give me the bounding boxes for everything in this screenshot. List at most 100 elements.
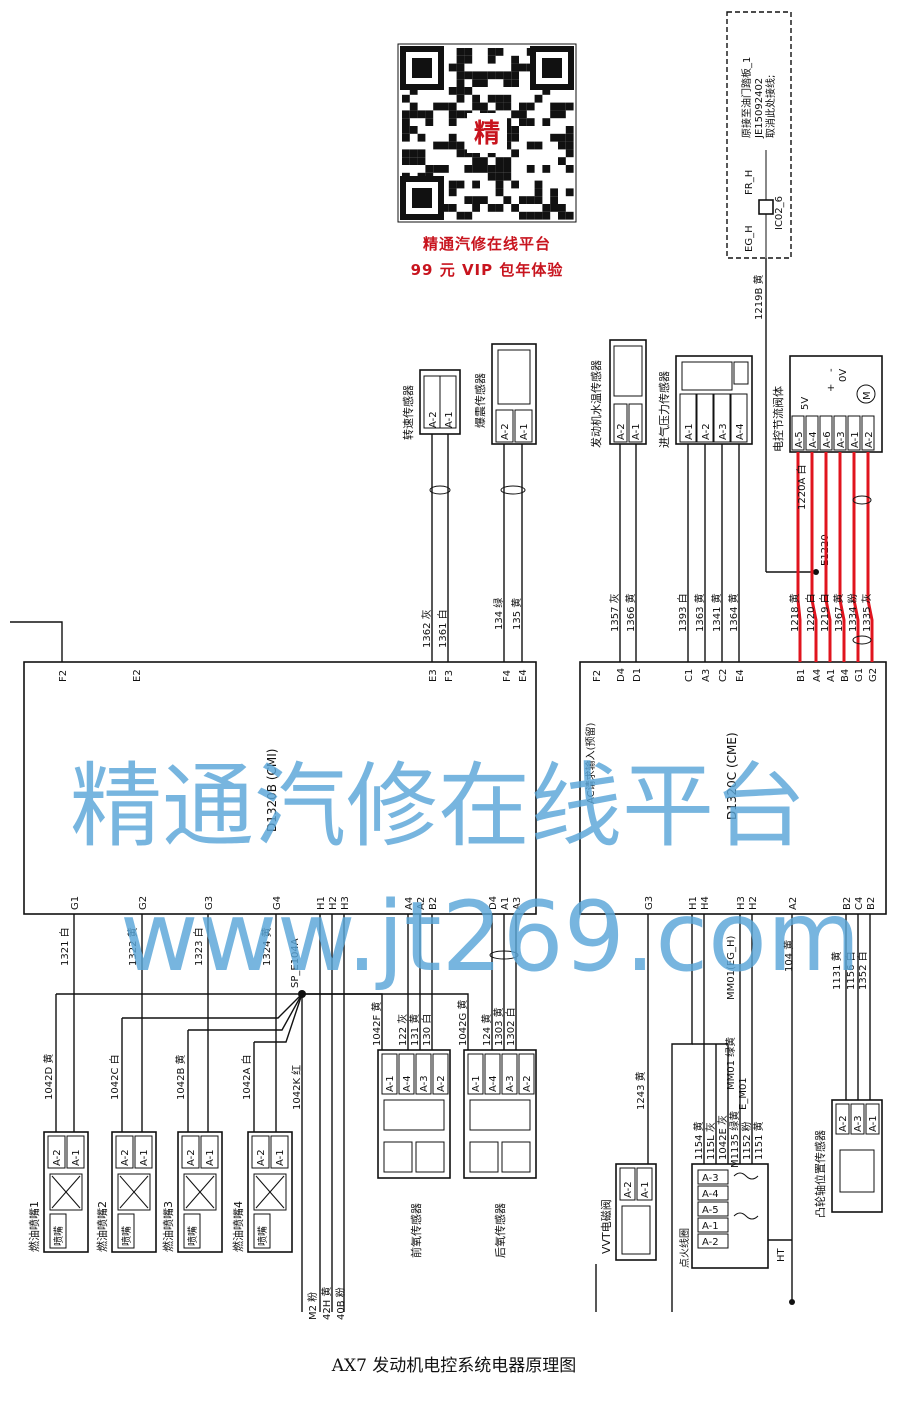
throttle-pin [861,415,875,451]
coil-pin: A-1 [702,1221,719,1232]
throttle-wire [838,452,846,662]
vvt-solenoid: A-2 A-1 VVT电磁阀 [599,1163,657,1261]
svg-text:M1135 绿黄: M1135 绿黄 [728,1111,741,1168]
throttle-pin [847,415,861,451]
front-o2-label: 前氧传感器 [409,1203,423,1258]
pin-A1: A1 [500,897,511,910]
svg-text:1363 黄: 1363 黄 [693,593,706,632]
svg-text:1366 黄: 1366 黄 [624,593,637,632]
pin-G2: G2 [868,668,879,682]
pin-H3: H3 [340,896,351,910]
coil-pin: A-5 [702,1205,719,1216]
svg-text:A-1: A-1 [684,423,695,440]
svg-text:134 绿: 134 绿 [492,598,505,630]
pin-B1: B1 [796,669,807,682]
svg-text:1243 黄: 1243 黄 [634,1071,647,1110]
speed-sensor-label: 转速传感器 [401,385,415,440]
o2-pin: A-3 [505,1075,516,1092]
injector-label: 燃油喷嘴4 [231,1201,245,1252]
throttle-pin [833,415,847,451]
pin-F2: F2 [58,670,69,682]
pin-G3: G3 [204,896,215,910]
pin-A4: A4 [404,897,415,910]
svg-text:MM01 绿黄: MM01 绿黄 [724,1037,737,1090]
svg-text:40B 粉: 40B 粉 [334,1287,347,1320]
promo-line1: 精通汽修在线平台 [423,235,551,253]
svg-text:A-3: A-3 [718,423,729,440]
throttle-pin [805,415,819,451]
svg-text:115L 灰: 115L 灰 [704,1122,717,1160]
injector-feed-label: 1042A 白 [240,1055,253,1100]
pin-B4: B4 [840,669,851,682]
throttle-wire [866,452,874,662]
watermark-line2: www.jt269.com [120,881,860,993]
injector-wire-label: 1324 黄 [260,927,273,966]
knock-sensor: A-2 A-1 爆震传感器 [473,343,537,445]
svg-text:A-2: A-2 [623,1181,634,1198]
injector-pin: A-2 [256,1149,267,1166]
throttle-pin-label: A-6 [822,431,833,448]
throttle-label: 电控节流阀体 [771,386,785,452]
pin-C1: C1 [684,669,695,682]
knock-sensor-label: 爆震传感器 [473,373,487,428]
svg-text:A-1: A-1 [640,1181,651,1198]
throttle-pin-label: A-3 [836,431,847,448]
label-ic02: IC02_6 [774,196,785,230]
svg-text:1152 粉: 1152 粉 [740,1121,753,1160]
throttle-pin-label: A-1 [850,431,861,448]
throttle-wire-label: 1367 黄 [832,593,845,632]
pin-E4: E4 [518,669,529,682]
watermark-line1: 精通汽修在线平台 [70,753,806,860]
rear-o2-label: 后氧传感器 [493,1203,507,1258]
pin-A3: A3 [512,897,523,910]
note-line1: 原接至油门踏板_1 [740,57,753,138]
svg-text:130 白: 130 白 [420,1014,433,1046]
injector-wire-label: 1321 白 [58,927,71,966]
injector-feed-label: 1042D 黄 [42,1054,55,1100]
pin-A4: A4 [812,669,823,682]
pin-G1: G1 [70,896,81,910]
injector-pin: A-2 [120,1149,131,1166]
throttle-pin [791,415,805,451]
svg-text:A-2: A-2 [838,1115,849,1132]
svg-text:1156 白: 1156 白 [844,951,857,990]
injector-wire-label: 1322 黄 [126,927,139,966]
svg-text:131 黄: 131 黄 [408,1014,421,1046]
throttle-wire-label: 1335 灰 [860,593,873,632]
o2-pin: A-3 [419,1075,430,1092]
pin-H2: H2 [328,896,339,910]
svg-text:-: - [826,368,837,372]
vvt-label: VVT电磁阀 [599,1199,613,1254]
throttle-pin-label: A-5 [794,431,805,448]
svg-text:MM01(EG_H): MM01(EG_H) [726,936,737,1000]
pin-E4: E4 [735,669,746,682]
pin-H3: H3 [736,896,747,910]
pin-F3: F3 [444,670,455,682]
pin-H1: H1 [688,896,699,910]
svg-text:M2 粉: M2 粉 [306,1292,319,1320]
injector-feed-label: 1042C 白 [108,1054,121,1100]
injector-wire-label: 1323 白 [192,927,205,966]
throttle-pin-label: A-4 [808,431,819,448]
injector-feed-label: 1042B 黄 [174,1055,187,1101]
speed-sensor: A-2 A-1 转速传感器 [401,369,461,440]
svg-text:42H 黄: 42H 黄 [320,1287,333,1320]
ignition-coil: A-3A-4A-5A-1A-2 点火线圈 HT [678,1163,787,1269]
coil-pin: A-2 [702,1237,719,1248]
svg-text:1352 白: 1352 白 [856,951,869,990]
svg-text:1362 灰: 1362 灰 [420,609,433,648]
pin-B2: B2 [428,897,439,910]
injector-pin: A-1 [205,1149,216,1166]
svg-text:M: M [862,391,873,400]
pin-E2: E2 [132,669,143,682]
svg-text:1131 黄: 1131 黄 [830,951,843,990]
throttle-wire [796,452,802,662]
pin-G2: G2 [138,896,149,910]
injector-pin: A-1 [71,1149,82,1166]
pin-A2: A2 [788,897,799,910]
diagram-caption: AX7 发动机电控系统电器原理图 [331,1356,577,1376]
